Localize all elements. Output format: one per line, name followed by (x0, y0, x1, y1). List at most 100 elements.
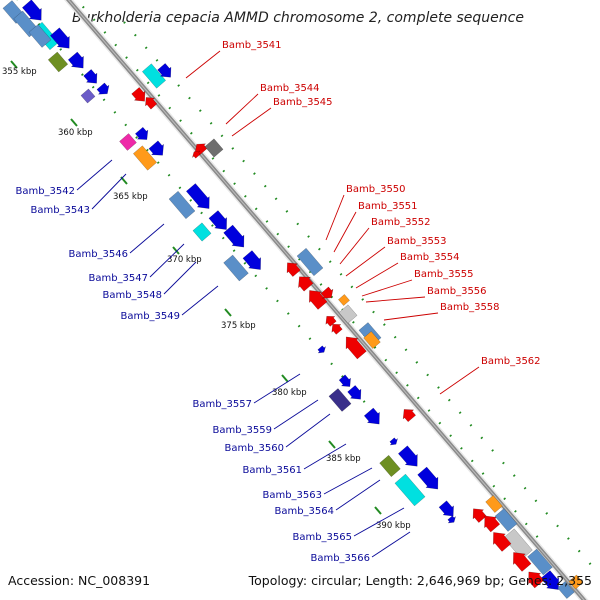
scale-labels: 355 kbp 360 kbp 365 kbp 370 kbp 375 kbp 380 k… (2, 67, 411, 531)
gene-label: Bamb_3566 (310, 553, 370, 564)
gene-labels: Bamb_3541Bamb_3544Bamb_3545Bamb_3550Bamb… (15, 40, 540, 564)
label-leader (371, 531, 411, 558)
gene-feature (192, 222, 212, 242)
gene-feature (134, 126, 149, 140)
gene-feature (402, 409, 417, 423)
gene-feature (363, 331, 381, 349)
gene-label: Bamb_3556 (427, 286, 487, 297)
gene-feature (148, 140, 164, 156)
gene-feature (557, 581, 575, 599)
gene-feature (49, 27, 70, 49)
gene-feature (394, 473, 426, 507)
gene-feature (317, 345, 327, 354)
gene-label: Bamb_3547 (88, 273, 148, 284)
gene-feature (67, 51, 84, 69)
gene-label: Bamb_3561 (242, 465, 302, 476)
gene-feature (331, 323, 343, 335)
gene-label: Bamb_3555 (414, 269, 474, 280)
topology-text: Topology: circular; Length: 2,646,969 bp… (248, 573, 592, 588)
gene-feature (494, 508, 518, 532)
gene-feature (438, 500, 454, 517)
gene-feature (363, 407, 380, 425)
scale-tick (10, 60, 18, 69)
gene-feature (47, 51, 69, 73)
gene-label: Bamb_3562 (481, 356, 541, 367)
label-leader (355, 262, 399, 289)
scale-label: 360 kbp (58, 128, 93, 138)
gene-feature (191, 150, 201, 159)
gene-feature (347, 385, 362, 400)
label-leader (149, 243, 185, 278)
label-leader (361, 279, 413, 297)
label-leader (91, 173, 127, 210)
label-leader (335, 479, 381, 511)
chromosome-backbone (63, 0, 589, 600)
gene-feature (21, 0, 42, 21)
gene-feature (527, 548, 553, 576)
scale-label: 365 kbp (113, 192, 148, 202)
accession-text: Accession: NC_008391 (8, 573, 150, 588)
gene-label: Bamb_3546 (68, 249, 128, 260)
gene-feature (338, 294, 350, 306)
gene-feature (379, 454, 401, 478)
scale-tick (281, 374, 289, 383)
gene-label: Bamb_3557 (192, 399, 252, 410)
gene-feature (493, 532, 512, 552)
gene-feature (447, 515, 457, 524)
label-leader (129, 223, 165, 254)
scale-tick (328, 440, 336, 449)
label-leader (439, 366, 480, 395)
gene-feature (145, 97, 158, 110)
gene-feature (472, 508, 487, 523)
label-leader (163, 261, 197, 295)
gene-feature (345, 336, 367, 360)
gene-feature (338, 304, 358, 324)
gene-feature (484, 515, 501, 533)
gene-label: Bamb_3564 (274, 506, 334, 517)
gene-label: Bamb_3560 (224, 443, 284, 454)
gene-label: Bamb_3549 (120, 311, 180, 322)
gene-feature (157, 63, 172, 78)
scale-label: 385 kbp (326, 454, 361, 464)
scale-label: 390 kbp (376, 521, 411, 531)
gene-label: Bamb_3552 (371, 217, 431, 228)
gene-features (2, 0, 584, 599)
gene-feature (28, 24, 52, 48)
gene-feature (223, 254, 249, 282)
gene-label: Bamb_3541 (222, 40, 282, 51)
gene-feature (540, 570, 559, 590)
tick-row (123, 21, 593, 567)
gene-label: Bamb_3558 (440, 302, 500, 313)
gene-label: Bamb_3548 (102, 290, 162, 301)
gene-label: Bamb_3559 (212, 425, 272, 436)
gene-label: Bamb_3544 (260, 83, 320, 94)
label-leader (325, 194, 345, 241)
label-leader (365, 296, 426, 303)
gene-feature (132, 145, 158, 171)
gene-feature (328, 388, 352, 412)
gene-feature (389, 437, 399, 446)
label-leader (323, 467, 373, 495)
gene-feature (325, 315, 337, 327)
scale-label: 380 kbp (272, 388, 307, 398)
label-leader (383, 312, 439, 321)
scale-label: 370 kbp (167, 255, 202, 265)
gene-feature (503, 528, 533, 560)
label-leader (285, 413, 331, 448)
label-leader (231, 107, 272, 137)
scale-tick (172, 246, 180, 255)
gene-feature (298, 276, 314, 292)
gene-feature (568, 574, 584, 590)
label-leader (303, 443, 347, 470)
gene-feature (204, 138, 224, 158)
label-leader (253, 373, 301, 404)
gene-label: Bamb_3554 (400, 252, 460, 263)
gene-feature (309, 290, 328, 310)
scale-label: 355 kbp (2, 67, 37, 77)
map-title: Burkholderia cepacia AMMD chromosome 2, … (72, 10, 524, 26)
gene-feature (338, 374, 351, 387)
gene-feature (417, 466, 439, 490)
scale-label: 375 kbp (221, 321, 256, 331)
gene-feature (485, 495, 503, 513)
